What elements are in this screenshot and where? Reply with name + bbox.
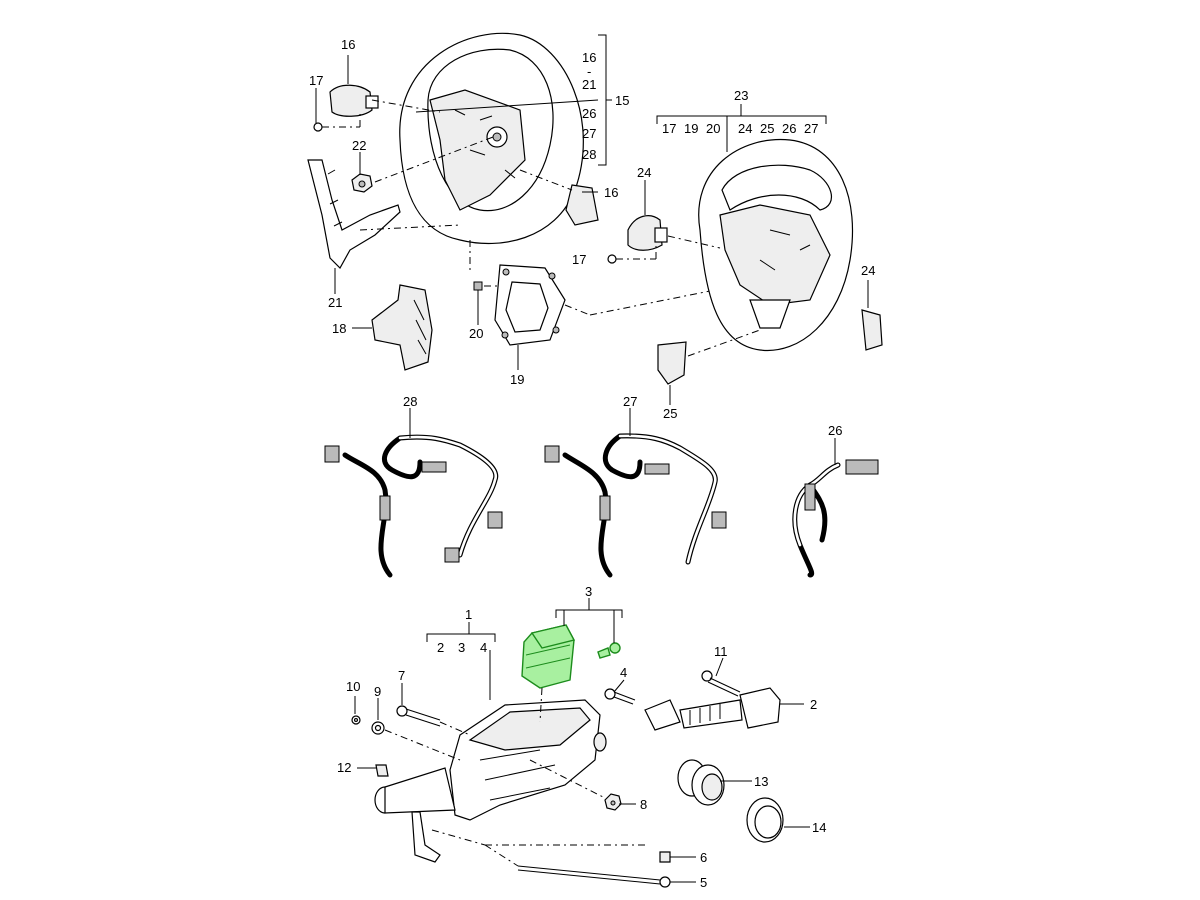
group15-item: 26 bbox=[582, 106, 596, 121]
label-18: 18 bbox=[332, 321, 346, 336]
part-labels: 16 17 22 21 18 20 19 15 16 24 17 24 25 2… bbox=[309, 37, 875, 890]
group-15-list: 16 - 21 26 27 28 bbox=[582, 50, 596, 162]
part-26-wiring-harness[interactable] bbox=[792, 459, 879, 578]
label-27: 27 bbox=[623, 394, 637, 409]
label-5: 5 bbox=[700, 875, 707, 890]
bracket-1 bbox=[426, 622, 496, 642]
part-28-wiring-harness[interactable] bbox=[324, 434, 503, 578]
part-13-boot[interactable] bbox=[677, 759, 725, 806]
part-19-airbag-bracket[interactable] bbox=[494, 264, 566, 346]
part-12-clip[interactable] bbox=[375, 764, 389, 777]
part-5-rod[interactable] bbox=[517, 865, 671, 888]
group23-item: 26 bbox=[782, 121, 796, 136]
part-24-switch[interactable] bbox=[627, 215, 668, 251]
part-2-intermediate-shaft[interactable] bbox=[644, 687, 781, 731]
group23-item: 25 bbox=[760, 121, 774, 136]
label-16-right: 16 bbox=[604, 185, 618, 200]
label-24-top: 24 bbox=[637, 165, 651, 180]
group23-item: 27 bbox=[804, 121, 818, 136]
group1-item: 3 bbox=[458, 640, 465, 655]
part-21-trim-strip[interactable] bbox=[307, 159, 401, 269]
part-6-screw[interactable] bbox=[659, 851, 671, 863]
part-7-bolt[interactable] bbox=[396, 705, 441, 727]
leader-lines bbox=[315, 55, 869, 883]
label-19: 19 bbox=[510, 372, 524, 387]
label-26: 26 bbox=[828, 423, 842, 438]
label-22: 22 bbox=[352, 138, 366, 153]
label-3: 3 bbox=[585, 584, 592, 599]
part-20-screw[interactable] bbox=[473, 281, 483, 305]
label-17-top: 17 bbox=[309, 73, 323, 88]
group15-item: - bbox=[587, 64, 591, 79]
part-25-cover[interactable] bbox=[657, 341, 687, 385]
group15-item: 16 bbox=[582, 50, 596, 65]
part-18-cover[interactable] bbox=[371, 284, 433, 371]
part-27-wiring-harness[interactable] bbox=[544, 433, 727, 578]
label-21: 21 bbox=[328, 295, 342, 310]
label-1: 1 bbox=[465, 607, 472, 622]
label-10: 10 bbox=[346, 679, 360, 694]
group23-item: 17 bbox=[662, 121, 676, 136]
part-16-switch-right[interactable] bbox=[565, 184, 599, 226]
group15-item: 27 bbox=[582, 126, 596, 141]
label-8: 8 bbox=[640, 797, 647, 812]
part-24-cap-right[interactable] bbox=[861, 309, 883, 351]
label-24-right: 24 bbox=[861, 263, 875, 278]
steering-wheel-right[interactable] bbox=[698, 138, 854, 352]
steering-wheel-left[interactable] bbox=[399, 32, 584, 245]
label-2: 2 bbox=[810, 697, 817, 712]
group23-item: 20 bbox=[706, 121, 720, 136]
label-17-right: 17 bbox=[572, 252, 586, 267]
group1-item: 4 bbox=[480, 640, 487, 655]
group1-item: 2 bbox=[437, 640, 444, 655]
part-22-nut[interactable] bbox=[351, 173, 373, 193]
label-12: 12 bbox=[337, 760, 351, 775]
part-9-washer[interactable] bbox=[371, 721, 385, 735]
group-23-list: 17 19 20 24 25 26 27 bbox=[662, 121, 818, 136]
part-8-nut[interactable] bbox=[604, 793, 622, 811]
group23-item: 19 bbox=[684, 121, 698, 136]
label-15: 15 bbox=[615, 93, 629, 108]
label-9: 9 bbox=[374, 684, 381, 699]
part-3-control-unit[interactable] bbox=[521, 624, 576, 689]
group15-item: 21 bbox=[582, 77, 596, 92]
bracket-15 bbox=[415, 34, 612, 166]
label-6: 6 bbox=[700, 850, 707, 865]
label-7: 7 bbox=[398, 668, 405, 683]
label-16-top: 16 bbox=[341, 37, 355, 52]
part-3-screw[interactable] bbox=[597, 642, 621, 659]
label-25: 25 bbox=[663, 406, 677, 421]
part-14-seal[interactable] bbox=[746, 797, 784, 843]
part-16-switch-left[interactable] bbox=[329, 84, 379, 117]
label-4: 4 bbox=[620, 665, 627, 680]
bracket-23 bbox=[656, 104, 827, 152]
label-14: 14 bbox=[812, 820, 826, 835]
bracket-3 bbox=[555, 598, 623, 643]
group15-item: 28 bbox=[582, 147, 596, 162]
part-11-bolt[interactable] bbox=[701, 670, 741, 697]
label-28: 28 bbox=[403, 394, 417, 409]
group-1-list: 2 3 4 bbox=[437, 640, 487, 655]
label-23: 23 bbox=[734, 88, 748, 103]
part-1-steering-column[interactable] bbox=[374, 699, 607, 863]
label-11: 11 bbox=[714, 644, 728, 659]
part-10-nut[interactable] bbox=[351, 715, 361, 725]
group23-item: 24 bbox=[738, 121, 752, 136]
part-17-screw-left[interactable] bbox=[313, 110, 361, 132]
part-4-bolt[interactable] bbox=[604, 688, 636, 705]
label-13: 13 bbox=[754, 774, 768, 789]
part-17-screw-right[interactable] bbox=[607, 244, 657, 264]
label-20: 20 bbox=[469, 326, 483, 341]
